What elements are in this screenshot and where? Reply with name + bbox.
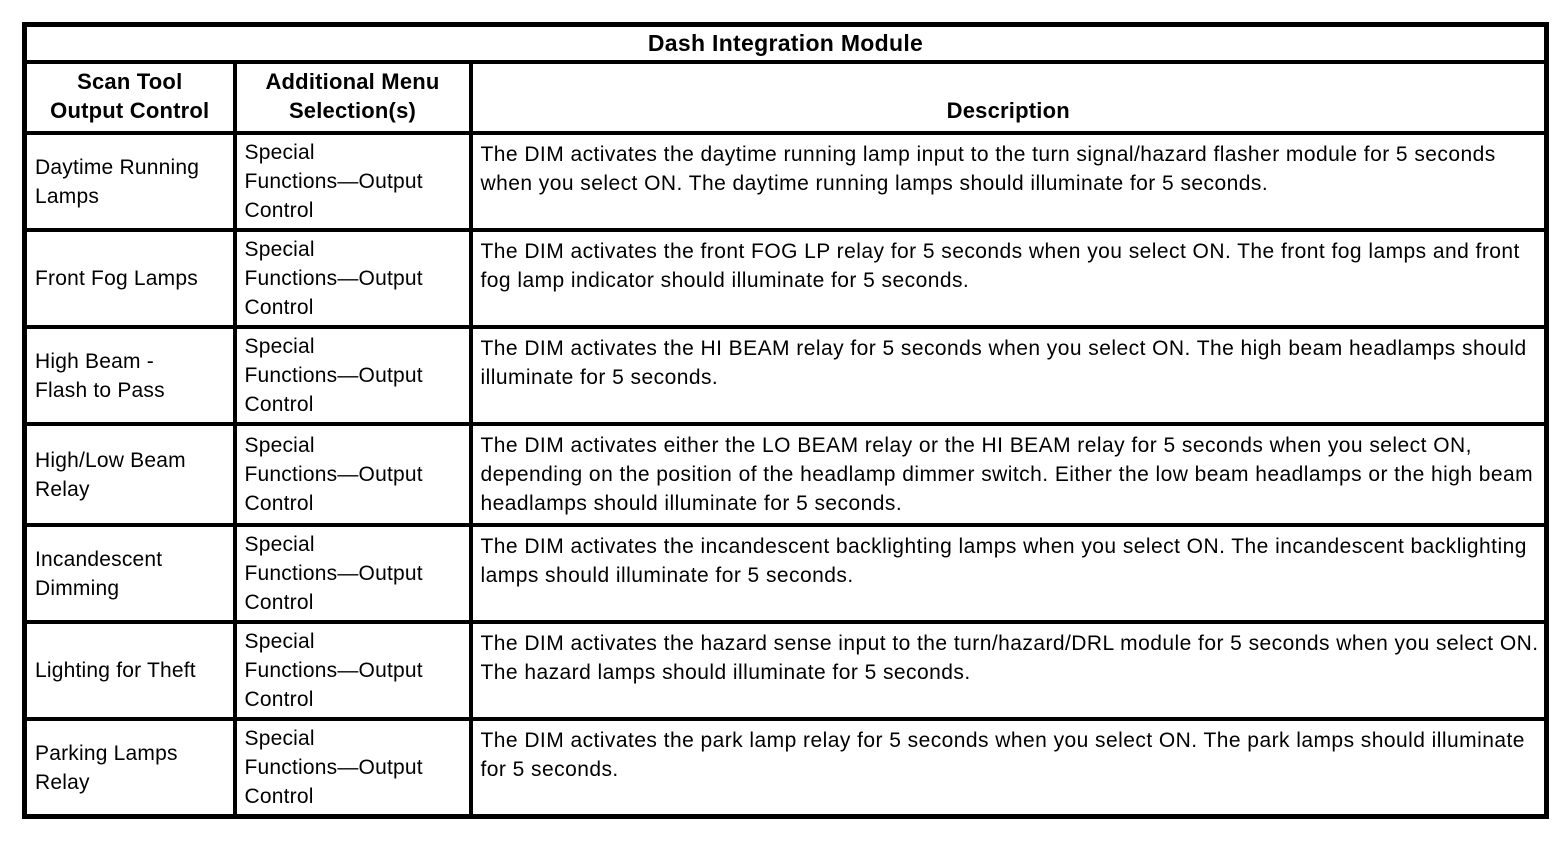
description-cell: The DIM activates either the LO BEAM rel…	[468, 422, 1549, 527]
description-cell: The DIM activates the daytime running la…	[468, 131, 1549, 232]
output-control-cell: High/Low Beam Relay	[22, 422, 237, 527]
title-row: Dash Integration Module	[22, 22, 1549, 64]
dash-integration-module-table: Dash Integration Module Scan Tool Output…	[22, 22, 1550, 819]
header-row: Scan Tool Output Control Additional Menu…	[22, 60, 1549, 135]
menu-selection-cell: Special Functions—Output Control	[232, 422, 473, 527]
table-title: Dash Integration Module	[22, 22, 1549, 64]
output-control-cell: Daytime Running Lamps	[22, 131, 237, 232]
column-header-description: Description	[468, 60, 1549, 135]
menu-selection-cell: Special Functions—Output Control	[232, 523, 473, 624]
column-header-scan-tool-output-control: Scan Tool Output Control	[22, 60, 237, 135]
menu-selection-cell: Special Functions—Output Control	[232, 131, 473, 232]
output-control-cell: Parking Lamps Relay	[22, 717, 237, 819]
output-control-cell: Lighting for Theft	[22, 620, 237, 721]
output-control-cell: Front Fog Lamps	[22, 228, 237, 329]
output-control-cell: High Beam - Flash to Pass	[22, 325, 237, 426]
description-cell: The DIM activates the park lamp relay fo…	[468, 717, 1549, 819]
menu-selection-cell: Special Functions—Output Control	[232, 717, 473, 819]
menu-selection-cell: Special Functions—Output Control	[232, 620, 473, 721]
description-cell: The DIM activates the HI BEAM relay for …	[468, 325, 1549, 426]
menu-selection-cell: Special Functions—Output Control	[232, 228, 473, 329]
description-cell: The DIM activates the incandescent backl…	[468, 523, 1549, 624]
menu-selection-cell: Special Functions—Output Control	[232, 325, 473, 426]
description-cell: The DIM activates the front FOG LP relay…	[468, 228, 1549, 329]
column-header-additional-menu-selections: Additional Menu Selection(s)	[232, 60, 473, 135]
output-control-cell: Incandescent Dimming	[22, 523, 237, 624]
description-cell: The DIM activates the hazard sense input…	[468, 620, 1549, 721]
